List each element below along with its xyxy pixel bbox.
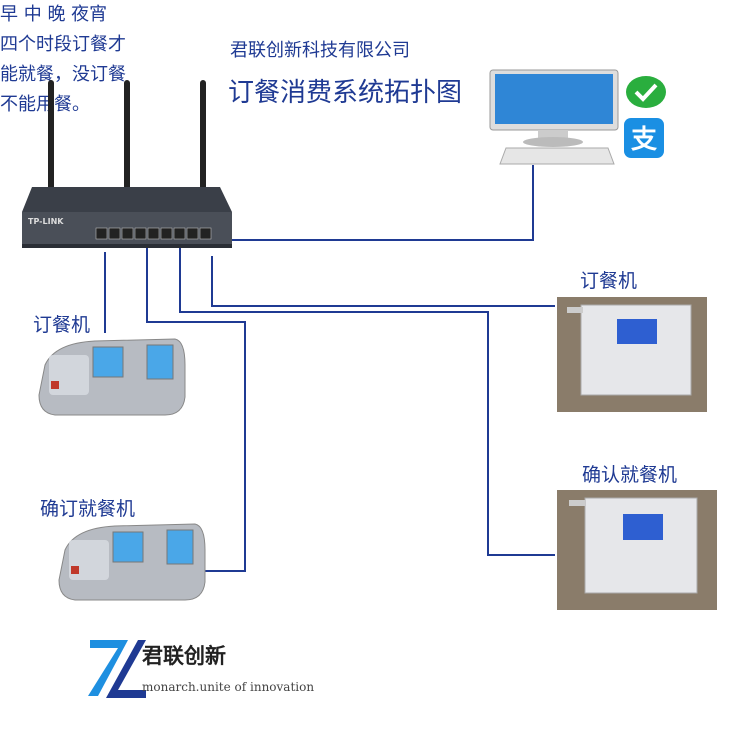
line-router-left-confirm	[146, 248, 246, 572]
left-confirm-machine-image	[58, 523, 206, 601]
router-image: TP-LINK	[22, 80, 232, 248]
left-order-machine-label: 订餐机	[33, 314, 91, 336]
note-line: 不能用餐。	[0, 94, 90, 115]
right-order-machine-label: 订餐机	[580, 270, 638, 292]
svg-text:支: 支	[631, 125, 657, 155]
right-confirm-machine-label: 确认就餐机	[582, 464, 678, 486]
antenna	[124, 80, 130, 195]
left-order-machine-image	[38, 338, 186, 416]
logo-name: 君联创新	[142, 644, 226, 668]
note-line: 能就餐，没订餐	[0, 64, 126, 85]
line-router-right-order	[211, 256, 555, 307]
note-line: 四个时段订餐才	[0, 34, 126, 55]
line-router-right-confirm	[179, 244, 555, 556]
computer-image	[489, 69, 619, 165]
wechat-pay-icon	[626, 76, 666, 108]
line-router-pc	[228, 165, 534, 241]
antenna	[48, 80, 54, 195]
company-name: 君联创新科技有限公司	[230, 40, 410, 61]
right-confirm-machine-image	[557, 490, 717, 610]
note-line: 早 中 晚 夜宵	[0, 4, 108, 25]
page-title: 订餐消费系统拓扑图	[228, 78, 463, 108]
antenna	[200, 80, 206, 195]
logo-mark	[88, 640, 146, 698]
right-order-machine-image	[557, 297, 707, 412]
logo-slogan: monarch.unite of innovation	[142, 680, 315, 694]
router-brand: TP-LINK	[28, 217, 64, 226]
note-text: 早 中 晚 夜宵 四个时段订餐才 能就餐，没订餐 不能用餐。	[0, 0, 170, 120]
left-confirm-machine-label: 确订就餐机	[40, 498, 136, 520]
alipay-icon: 支	[624, 118, 664, 158]
